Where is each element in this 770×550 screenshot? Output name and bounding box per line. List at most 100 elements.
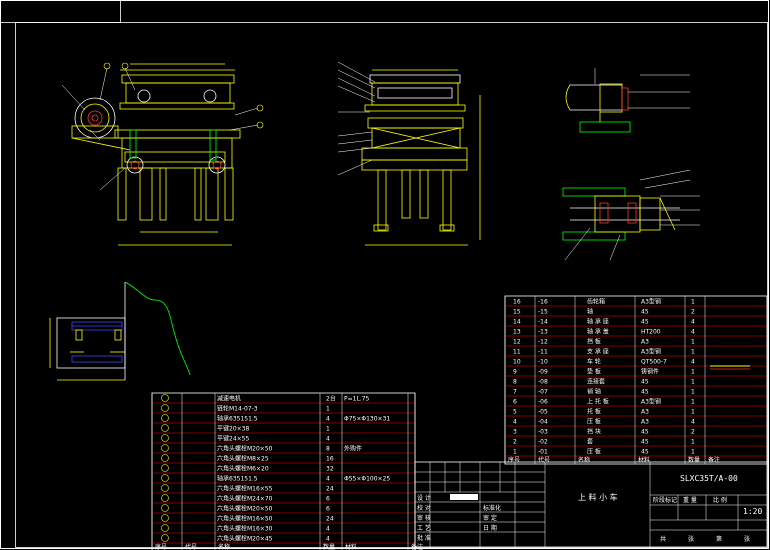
section-view [49, 281, 191, 381]
bom-row-name: 齿轮箱 [587, 298, 605, 306]
bom-header-cell: 名称 [578, 456, 590, 464]
bom-row-material: 45 [641, 379, 649, 386]
inner-frame [15, 22, 768, 548]
bom-row-qty: 6 [326, 496, 330, 503]
bom-row-name: 轴 承 座 [587, 318, 609, 326]
bom-row-name: 套 [587, 438, 593, 446]
bom-row-material: HT200 [641, 329, 661, 336]
bom-row-name: 压 板 [587, 418, 601, 426]
bom-row-qty: 4 [691, 419, 695, 426]
bom-row-number: 12 [513, 339, 521, 346]
bom-header-cell: 代号 [185, 543, 197, 550]
bom-row-spec: Φ75×Φ130×31 [344, 416, 390, 423]
bom-row-code: -01 [538, 449, 548, 456]
bom-row-number: 1 [513, 449, 517, 456]
bom-row-qty: 1 [691, 399, 695, 406]
bom-row-spec: 外购件 [344, 445, 362, 453]
bom-row-name: 六角头螺栓M20×50 [217, 445, 273, 453]
bom-row-material: QT500-7 [641, 359, 667, 366]
bom-row-material: 铸钢件 [641, 368, 659, 376]
corner-box [0, 0, 121, 23]
bom-row-qty: 2台 [326, 395, 336, 403]
bom-row-qty: 4 [326, 476, 330, 483]
bom-row-spec: Φ55×Φ100×25 [344, 476, 390, 483]
bom-row-code: -11 [538, 349, 548, 356]
bom-row-number: 16 [513, 299, 521, 306]
bom-row-number: 2 [513, 439, 517, 446]
bom-header-cell: 材料 [638, 456, 650, 464]
bom-row-name: 挡 板 [587, 338, 601, 346]
bom-row-material: 45 [641, 309, 649, 316]
bom-header-cell: 名称 [218, 543, 230, 550]
bom-row-code: -02 [538, 439, 548, 446]
bom-row-name: 轴承635151.5 [217, 415, 258, 423]
bom-row-qty: 24 [326, 486, 334, 493]
item-balloon [161, 484, 169, 492]
bom-row-code: -16 [538, 299, 548, 306]
bom-row-material: A3 [641, 409, 649, 416]
front-view [71, 63, 241, 246]
bom-row-name: 车 轮 [587, 358, 601, 366]
item-balloon [161, 524, 169, 532]
side-view [361, 69, 481, 246]
bom-row-qty: 1 [326, 406, 330, 413]
bom-row-code: -07 [538, 389, 548, 396]
bom-row-name: 压 板 [587, 448, 601, 456]
item-balloon [161, 414, 169, 422]
bom-row-name: 六角头螺栓M20×45 [217, 535, 273, 543]
bom-row-material: A3型钢 [641, 398, 661, 406]
bom-row-name: 六角头螺栓M16×30 [217, 525, 273, 533]
bom-header-cell: 备注 [411, 543, 423, 550]
filled-bar [450, 494, 478, 500]
bom-header-cell: 材料 [345, 543, 357, 550]
detail-1-leaders [594, 68, 690, 109]
bom-row-qty: 1 [691, 369, 695, 376]
bom-row-name: 六角头螺栓M8×25 [217, 455, 269, 463]
bom-row-material: A3型钢 [641, 298, 661, 306]
bom-row-code: -15 [538, 309, 548, 316]
item-balloon [161, 494, 169, 502]
bom-row-name: 六角头螺栓M6×20 [217, 465, 269, 473]
bom-header-cell: 序号 [508, 456, 520, 464]
bom-row-material: A3型钢 [641, 348, 661, 356]
bom-row: 六角头螺栓M16×30 4 [161, 524, 330, 533]
item-balloon [161, 464, 169, 472]
item-balloon [161, 404, 169, 412]
bom-row-code: -12 [538, 339, 548, 346]
bom-row-name: 垫 板 [587, 368, 601, 376]
bom-row-code: -08 [538, 379, 548, 386]
bom-header-cell: 序号 [155, 543, 167, 550]
bom-row-number: 4 [513, 419, 517, 426]
bom-row-name: 轴承635151.5 [217, 475, 258, 483]
bom-header-cell: 数量 [688, 456, 700, 464]
bom-row-name: 挡 块 [587, 428, 601, 436]
bom-row-name: 连接套 [587, 378, 605, 386]
bom-row-qty: 4 [326, 526, 330, 533]
bom-row-name: 轴 承 盖 [587, 328, 609, 336]
bom-row-qty: 1 [691, 389, 695, 396]
